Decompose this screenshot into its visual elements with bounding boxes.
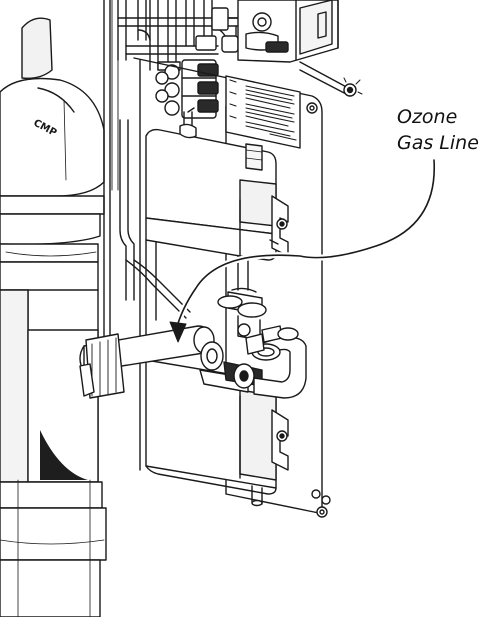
mid-frame [145,239,267,361]
cmp-tank: CMP [0,17,107,617]
arrow-head [169,321,187,343]
vertical-pipe-bundle [103,0,191,341]
mounting-panel [133,57,331,518]
callout-line-2: Gas Line [397,132,479,154]
upper-cell-housing [145,107,289,261]
callout-arrow [169,157,438,343]
control-box [237,0,363,97]
lower-cell-housing [145,359,289,507]
ozone-gas-line-callout: Ozone Gas Line [397,104,487,156]
callout-line-1: Ozone [397,106,458,128]
